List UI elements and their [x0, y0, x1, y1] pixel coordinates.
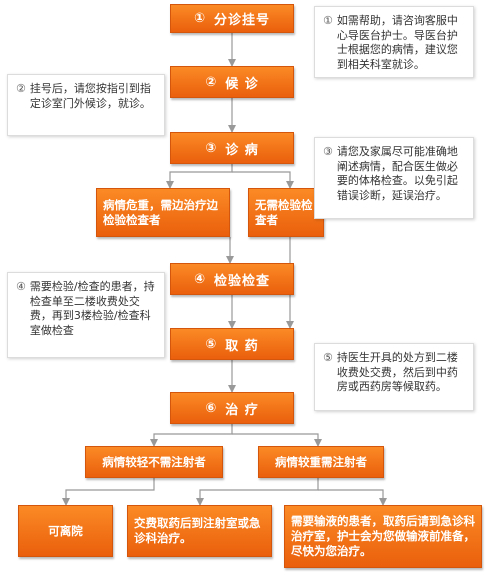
outcome-infusion: 需要输液的患者，取药后请到急诊科治疗室，护士会为您做输液前准备，尽快为您治疗。 — [284, 505, 482, 568]
step-examination: ④ 检验检查 — [170, 263, 294, 295]
note-medicine: ⑤ 持医生开具的处方到二楼收费处交费，然后到中药房或西药房等候取药。 — [314, 343, 474, 411]
step-treatment: ⑥ 治 疗 — [170, 392, 294, 424]
split-step3-right — [232, 171, 294, 189]
step-number: ② — [205, 74, 218, 90]
note-number: ④ — [16, 280, 26, 293]
step-label: 诊 病 — [225, 142, 259, 158]
step-number: ⑤ — [205, 336, 218, 352]
note-text: 需要检验/检查的患者，持检查单至二楼收费处交费，再到3楼检验/检查科室做检查 — [29, 280, 155, 337]
note-triage-help: ① 如需帮助，请咨询客服中心导医台护士。导医台护士根据您的病情，建议您到相关科室… — [314, 6, 474, 78]
split-severe-right — [318, 489, 387, 506]
note-number: ① — [323, 14, 333, 27]
note-number: ⑤ — [323, 351, 333, 364]
note-text: 请您及家属尽可能准确地阐述病情，配合医生做必要的体格检查。以免引起错误诊断，延误… — [336, 145, 458, 202]
step-get-medicine: ⑤ 取 药 — [170, 328, 294, 360]
step-triage-registration: ① 分诊挂号 — [170, 4, 294, 33]
note-diagnosis: ③ 请您及家属尽可能准确地阐述病情，配合医生做必要的体格检查。以免引起错误诊断，… — [314, 137, 474, 219]
note-text: 如需帮助，请咨询客服中心导医台护士。导医台护士根据您的病情，建议您到相关科室就诊… — [336, 14, 458, 71]
step-label: 检验检查 — [214, 273, 271, 289]
step-number: ⑥ — [205, 400, 218, 416]
step-label: 候 诊 — [225, 76, 259, 92]
step-number: ① — [193, 11, 206, 26]
branch-critical-exam: 病情危重，需边治疗边检验检查者 — [96, 188, 230, 237]
note-number: ② — [16, 82, 26, 95]
step-number: ④ — [193, 271, 206, 287]
arrow-mild-leave — [62, 478, 155, 506]
split-step6-right — [232, 433, 322, 447]
note-waiting: ② 挂号后，请您按指引到指定诊室门外候诊，就诊。 — [7, 74, 165, 136]
note-number: ③ — [323, 145, 333, 158]
branch-no-exam: 无需检验检查者 — [248, 188, 324, 237]
note-text: 挂号后，请您按指引到指定诊室门外候诊，就诊。 — [29, 82, 151, 110]
step-label: 分诊挂号 — [214, 13, 271, 28]
step-label: 取 药 — [225, 338, 259, 354]
step-diagnosis: ③ 诊 病 — [170, 132, 294, 164]
step-waiting: ② 候 诊 — [170, 66, 294, 98]
step-number: ③ — [205, 140, 218, 156]
split-step3 — [166, 164, 233, 189]
step-label: 治 疗 — [225, 402, 259, 418]
note-examination: ④ 需要检验/检查的患者，持检查单至二楼收费处交费，再到3楼检验/检查科室做检查 — [7, 272, 165, 358]
split-severe — [196, 478, 319, 506]
outcome-can-leave: 可离院 — [18, 505, 113, 557]
outcome-injection-room: 交费取药后到注射室或急诊科治疗。 — [127, 505, 272, 557]
branch-severe-injection: 病情较重需注射者 — [258, 446, 384, 478]
note-text: 持医生开具的处方到二楼收费处交费，然后到中药房或西药房等候取药。 — [336, 351, 458, 393]
split-step6 — [150, 424, 233, 447]
branch-mild-no-injection: 病情较轻不需注射者 — [85, 446, 223, 478]
